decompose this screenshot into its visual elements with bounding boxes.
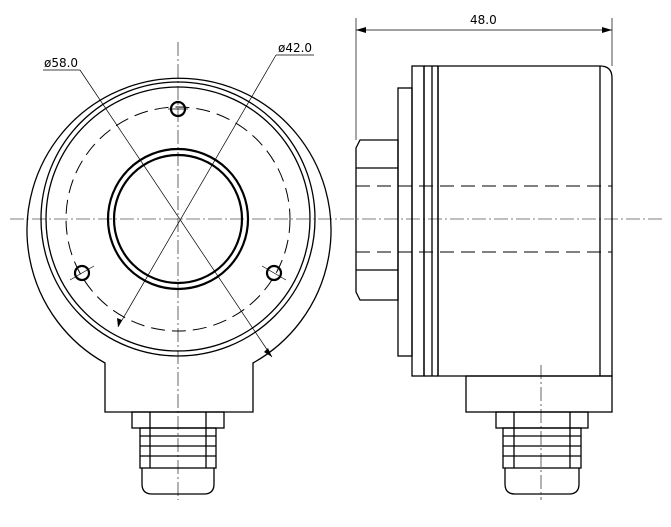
hollow-shaft-outer [106, 147, 250, 291]
clamp-collar [355, 139, 399, 301]
front-view: ø58.0 ø42.0 [10, 41, 340, 500]
flange-ring [40, 81, 316, 357]
flange-step [411, 65, 425, 377]
outer-housing-outline [26, 77, 332, 413]
dim-leader-58 [79, 69, 273, 358]
side-cable-gland [495, 411, 589, 495]
dim-leader-42 [117, 54, 277, 328]
encoder-body [437, 65, 613, 377]
flange-inner-ring [45, 86, 311, 352]
mounting-hole-right [265, 264, 283, 282]
side-view: 48.0 [340, 13, 662, 500]
inner-diameter-label: ø42.0 [278, 41, 312, 55]
mounting-hole-left [73, 264, 91, 282]
front-cable-gland [131, 411, 225, 495]
outer-diameter-label: ø58.0 [44, 56, 78, 70]
length-dimension-label: 48.0 [470, 13, 497, 27]
bolt-circle [65, 106, 291, 332]
hollow-shaft-inner [112, 153, 244, 285]
mounting-flange [397, 87, 413, 357]
connector-housing [465, 375, 613, 413]
